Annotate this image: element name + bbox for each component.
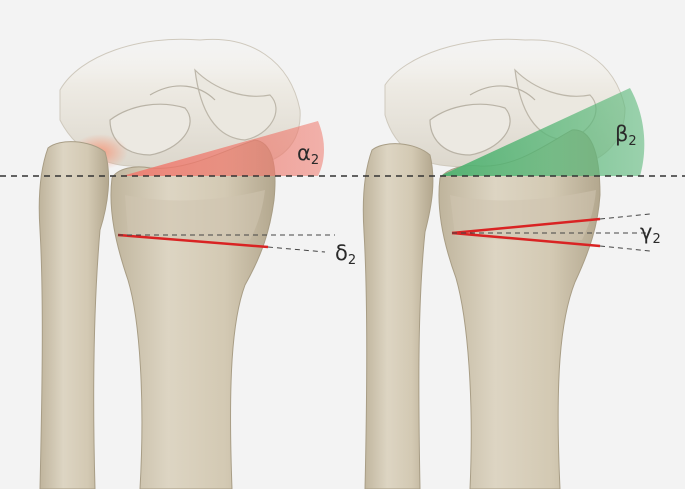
- right-fibula: [363, 144, 433, 489]
- alpha-label: α2: [297, 143, 319, 167]
- beta-symbol: β: [615, 122, 628, 146]
- right-panel: [363, 39, 650, 489]
- beta-subscript: 2: [628, 134, 636, 149]
- right-gamma-dashed-lower: [600, 246, 650, 251]
- delta-label: δ2: [335, 243, 356, 267]
- left-fibula: [39, 142, 108, 489]
- left-tibia: [111, 140, 275, 489]
- left-panel: [39, 39, 335, 489]
- alpha-symbol: α: [297, 141, 311, 165]
- gamma-symbol: γ: [640, 220, 652, 244]
- right-tibia: [439, 130, 600, 489]
- gamma-subscript: 2: [652, 232, 660, 247]
- delta-subscript: 2: [348, 253, 356, 268]
- left-delta-dashed-ext: [268, 247, 325, 252]
- beta-label: β2: [615, 124, 637, 148]
- gamma-label: γ2: [640, 222, 661, 246]
- right-gamma-dashed-upper: [600, 214, 650, 219]
- delta-symbol: δ: [335, 241, 348, 265]
- alpha-subscript: 2: [311, 153, 319, 168]
